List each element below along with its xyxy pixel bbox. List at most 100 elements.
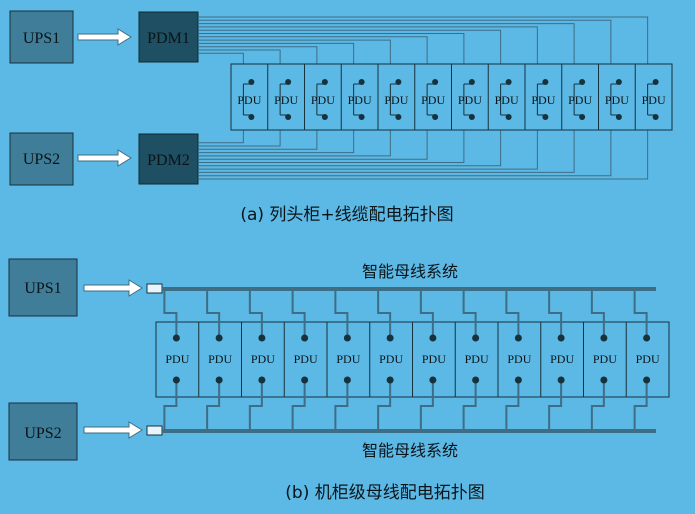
bottom-pdu-unit: PDU <box>625 291 660 429</box>
bottom-pdu-terminal <box>557 334 565 342</box>
pdm2-cable <box>198 130 612 177</box>
top-pdu-terminal <box>652 114 659 120</box>
pdm2-cable <box>198 130 355 154</box>
top-pdu-label: PDU <box>458 93 482 107</box>
bottom-busway-drop <box>248 291 263 337</box>
top-pdu-terminal <box>615 114 622 120</box>
bottom-pdu-terminal <box>472 376 480 384</box>
bottom-pdu-label: PDU <box>251 352 275 366</box>
pdm2-cable <box>198 130 465 163</box>
top-pdu-terminal <box>321 79 328 85</box>
bottom-pdu-terminal <box>258 334 266 342</box>
bottom-pdu-terminal <box>600 376 608 384</box>
top-pdu-unit: PDU <box>598 64 629 130</box>
bottom-busway-drop <box>548 291 563 337</box>
top-pdu-terminal <box>358 114 365 120</box>
bottom-pdu-unit: PDU <box>454 291 489 429</box>
pdm2-cable <box>198 130 502 167</box>
bottom-pdu-label: PDU <box>422 352 446 366</box>
bottom-pdu-terminal <box>643 376 651 384</box>
top-arrow-ups1-pdm1 <box>77 28 132 46</box>
bottom-busway-drop <box>377 381 392 429</box>
top-pdu-label: PDU <box>384 93 408 107</box>
bottom-busway-label: 智能母线系统 <box>362 441 458 460</box>
bottom-pdu-label: PDU <box>336 352 360 366</box>
bottom-pdu-label: PDU <box>593 352 617 366</box>
pdm1-cable <box>198 29 502 64</box>
bottom-pdu-terminal <box>429 334 437 342</box>
bottom-pdu-terminal <box>472 334 480 342</box>
pdm2-cable <box>198 130 428 160</box>
bottom-pdu-unit: PDU <box>412 291 446 429</box>
bottom-pdu-terminal <box>600 334 608 342</box>
top-pdu-unit: PDU <box>340 64 372 130</box>
top-pdu-terminal <box>615 79 622 85</box>
bottom-pdu-label: PDU <box>636 352 660 366</box>
top-ups1-label: UPS1 <box>23 30 60 47</box>
bottom-bottom-plug <box>146 425 163 436</box>
top-busway-label: 智能母线系统 <box>362 262 458 281</box>
top-pdu-label: PDU <box>605 93 629 107</box>
top-pdu-label: PDU <box>348 93 372 107</box>
top-pdu-unit: PDU <box>487 64 519 130</box>
bottom-caption: (b) 机柜级母线配电拓扑图 <box>285 483 484 503</box>
bottom-busway-drop <box>206 381 221 429</box>
top-pdu-terminal <box>468 114 475 120</box>
pdm2-cable <box>198 130 538 170</box>
top-pdu-unit: PDU <box>634 64 666 130</box>
bottom-busway-drop <box>462 291 477 337</box>
bottom-pdu-terminal <box>643 334 651 342</box>
bottom-pdu-terminal <box>215 334 223 342</box>
bottom-arrow-ups2-busway <box>83 421 143 439</box>
top-pdu-terminal <box>579 79 586 85</box>
bottom-pdu-unit: PDU <box>198 291 232 429</box>
bottom-top-plug <box>146 283 163 294</box>
pdm2-label: PDM2 <box>147 152 190 169</box>
bottom-busway-drop <box>163 381 178 429</box>
top-feeder-cables <box>198 16 649 180</box>
top-pdu-unit: PDU <box>414 64 445 130</box>
pdm2-cable <box>198 130 244 144</box>
bottom-busway-drop <box>248 381 263 429</box>
top-arrow-ups2-pdm2 <box>77 149 132 167</box>
pdm1-cable <box>198 26 538 64</box>
top-ups2-label: UPS2 <box>23 151 60 168</box>
bottom-pdu-unit: PDU <box>326 291 361 429</box>
bottom-pdu-terminal <box>215 376 223 384</box>
bottom-pdu-terminal <box>172 334 180 342</box>
bottom-pdu-label: PDU <box>507 352 531 366</box>
pdm1-cable <box>198 39 391 64</box>
bottom-arrow-ups1-busway <box>83 279 143 297</box>
bottom-busway <box>162 429 656 433</box>
pdm1-cable <box>198 49 281 64</box>
bottom-busway-drop <box>206 291 221 337</box>
bottom-busway-drop <box>291 291 306 337</box>
bottom-pdu-terminal <box>343 376 351 384</box>
top-pdu-terminal <box>579 114 586 120</box>
bottom-busway-drop <box>548 381 563 429</box>
bottom-pdu-terminal <box>343 334 351 342</box>
top-ups1-box <box>9 10 74 64</box>
top-pdu-label: PDU <box>311 93 335 107</box>
pdm2-cable <box>198 130 318 150</box>
pdm1-cable <box>198 46 318 64</box>
bottom-pdu-unit: PDU <box>540 291 574 429</box>
pdm1-cable <box>198 23 575 64</box>
top-pdu-unit: PDU <box>377 64 409 130</box>
bottom-pdu-terminal <box>429 376 437 384</box>
top-pdu-terminal <box>505 79 512 85</box>
top-pdu-terminal <box>248 79 255 85</box>
bottom-busway-drop <box>291 381 306 429</box>
top-caption: (a) 列头柜+线缆配电拓扑图 <box>240 205 453 225</box>
top-pdu-terminal <box>432 114 439 120</box>
bottom-busway-drop <box>633 291 648 337</box>
pdm1-label: PDM1 <box>147 30 190 47</box>
bottom-busway-drop <box>377 291 392 337</box>
pdm1-cable <box>198 42 355 64</box>
bottom-pdu-terminal <box>301 376 309 384</box>
pdm1-cable <box>198 16 649 64</box>
bottom-ups1-box <box>8 258 78 317</box>
bottom-pdu-unit: PDU <box>283 291 318 429</box>
